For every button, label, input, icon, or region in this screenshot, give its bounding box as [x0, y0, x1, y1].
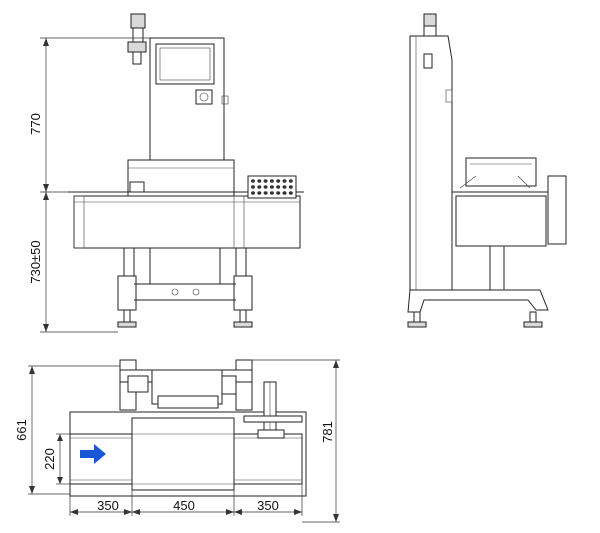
side-view	[407, 13, 567, 328]
side-column	[409, 35, 453, 291]
vent-hole	[269, 179, 274, 183]
side-screen-edge	[423, 53, 433, 69]
top-view: 661 220 781 350 450 350	[14, 359, 340, 523]
top-depth-dimensions	[28, 359, 340, 523]
vent-hole	[288, 185, 293, 189]
reject-device	[243, 381, 303, 439]
front-height-dimension	[40, 37, 150, 333]
dim-length-infeed: 350	[97, 498, 119, 513]
dim-length-middle: 450	[173, 498, 195, 513]
vent-hole	[282, 179, 287, 183]
vent-hole	[257, 185, 262, 189]
beacon-light	[127, 13, 147, 65]
vent-hole	[282, 185, 287, 189]
direction-arrow	[80, 444, 106, 464]
dim-length-outfeed: 350	[257, 498, 279, 513]
ventilation-panel	[247, 175, 297, 199]
vent-hole	[251, 179, 255, 183]
vent-hole	[282, 191, 287, 195]
weighing-conveyor	[131, 417, 235, 491]
infeed-conveyor	[69, 433, 133, 485]
vent-hole	[263, 179, 268, 183]
machine-legs	[117, 247, 253, 328]
side-stand	[407, 245, 549, 328]
main-switch	[195, 89, 213, 105]
dim-height-lower: 730±50	[28, 240, 43, 283]
vent-hole	[288, 179, 293, 183]
vent-hole	[263, 191, 268, 195]
side-weigh-head	[452, 157, 567, 247]
vent-hole	[257, 191, 262, 195]
vent-hole	[251, 185, 255, 189]
vent-hole	[276, 179, 281, 183]
vent-hole	[276, 191, 281, 195]
outfeed-conveyor	[233, 433, 303, 485]
top-length-dimensions	[69, 484, 303, 516]
dim-depth-total: 661	[14, 419, 29, 441]
top-column	[119, 359, 253, 411]
vent-hole	[276, 185, 281, 189]
vent-hole	[251, 191, 255, 195]
front-view: 770 730±50	[28, 13, 304, 333]
vent-hole	[269, 191, 274, 195]
vent-hole	[269, 185, 274, 189]
vent-hole	[263, 185, 268, 189]
vent-hole	[288, 191, 293, 195]
control-cabinet	[73, 195, 301, 249]
dim-belt-width: 220	[42, 448, 57, 470]
touch-screen	[155, 43, 215, 85]
dim-height-upper: 770	[28, 113, 43, 135]
dim-depth-outer: 781	[320, 421, 335, 443]
vent-hole	[257, 179, 262, 183]
